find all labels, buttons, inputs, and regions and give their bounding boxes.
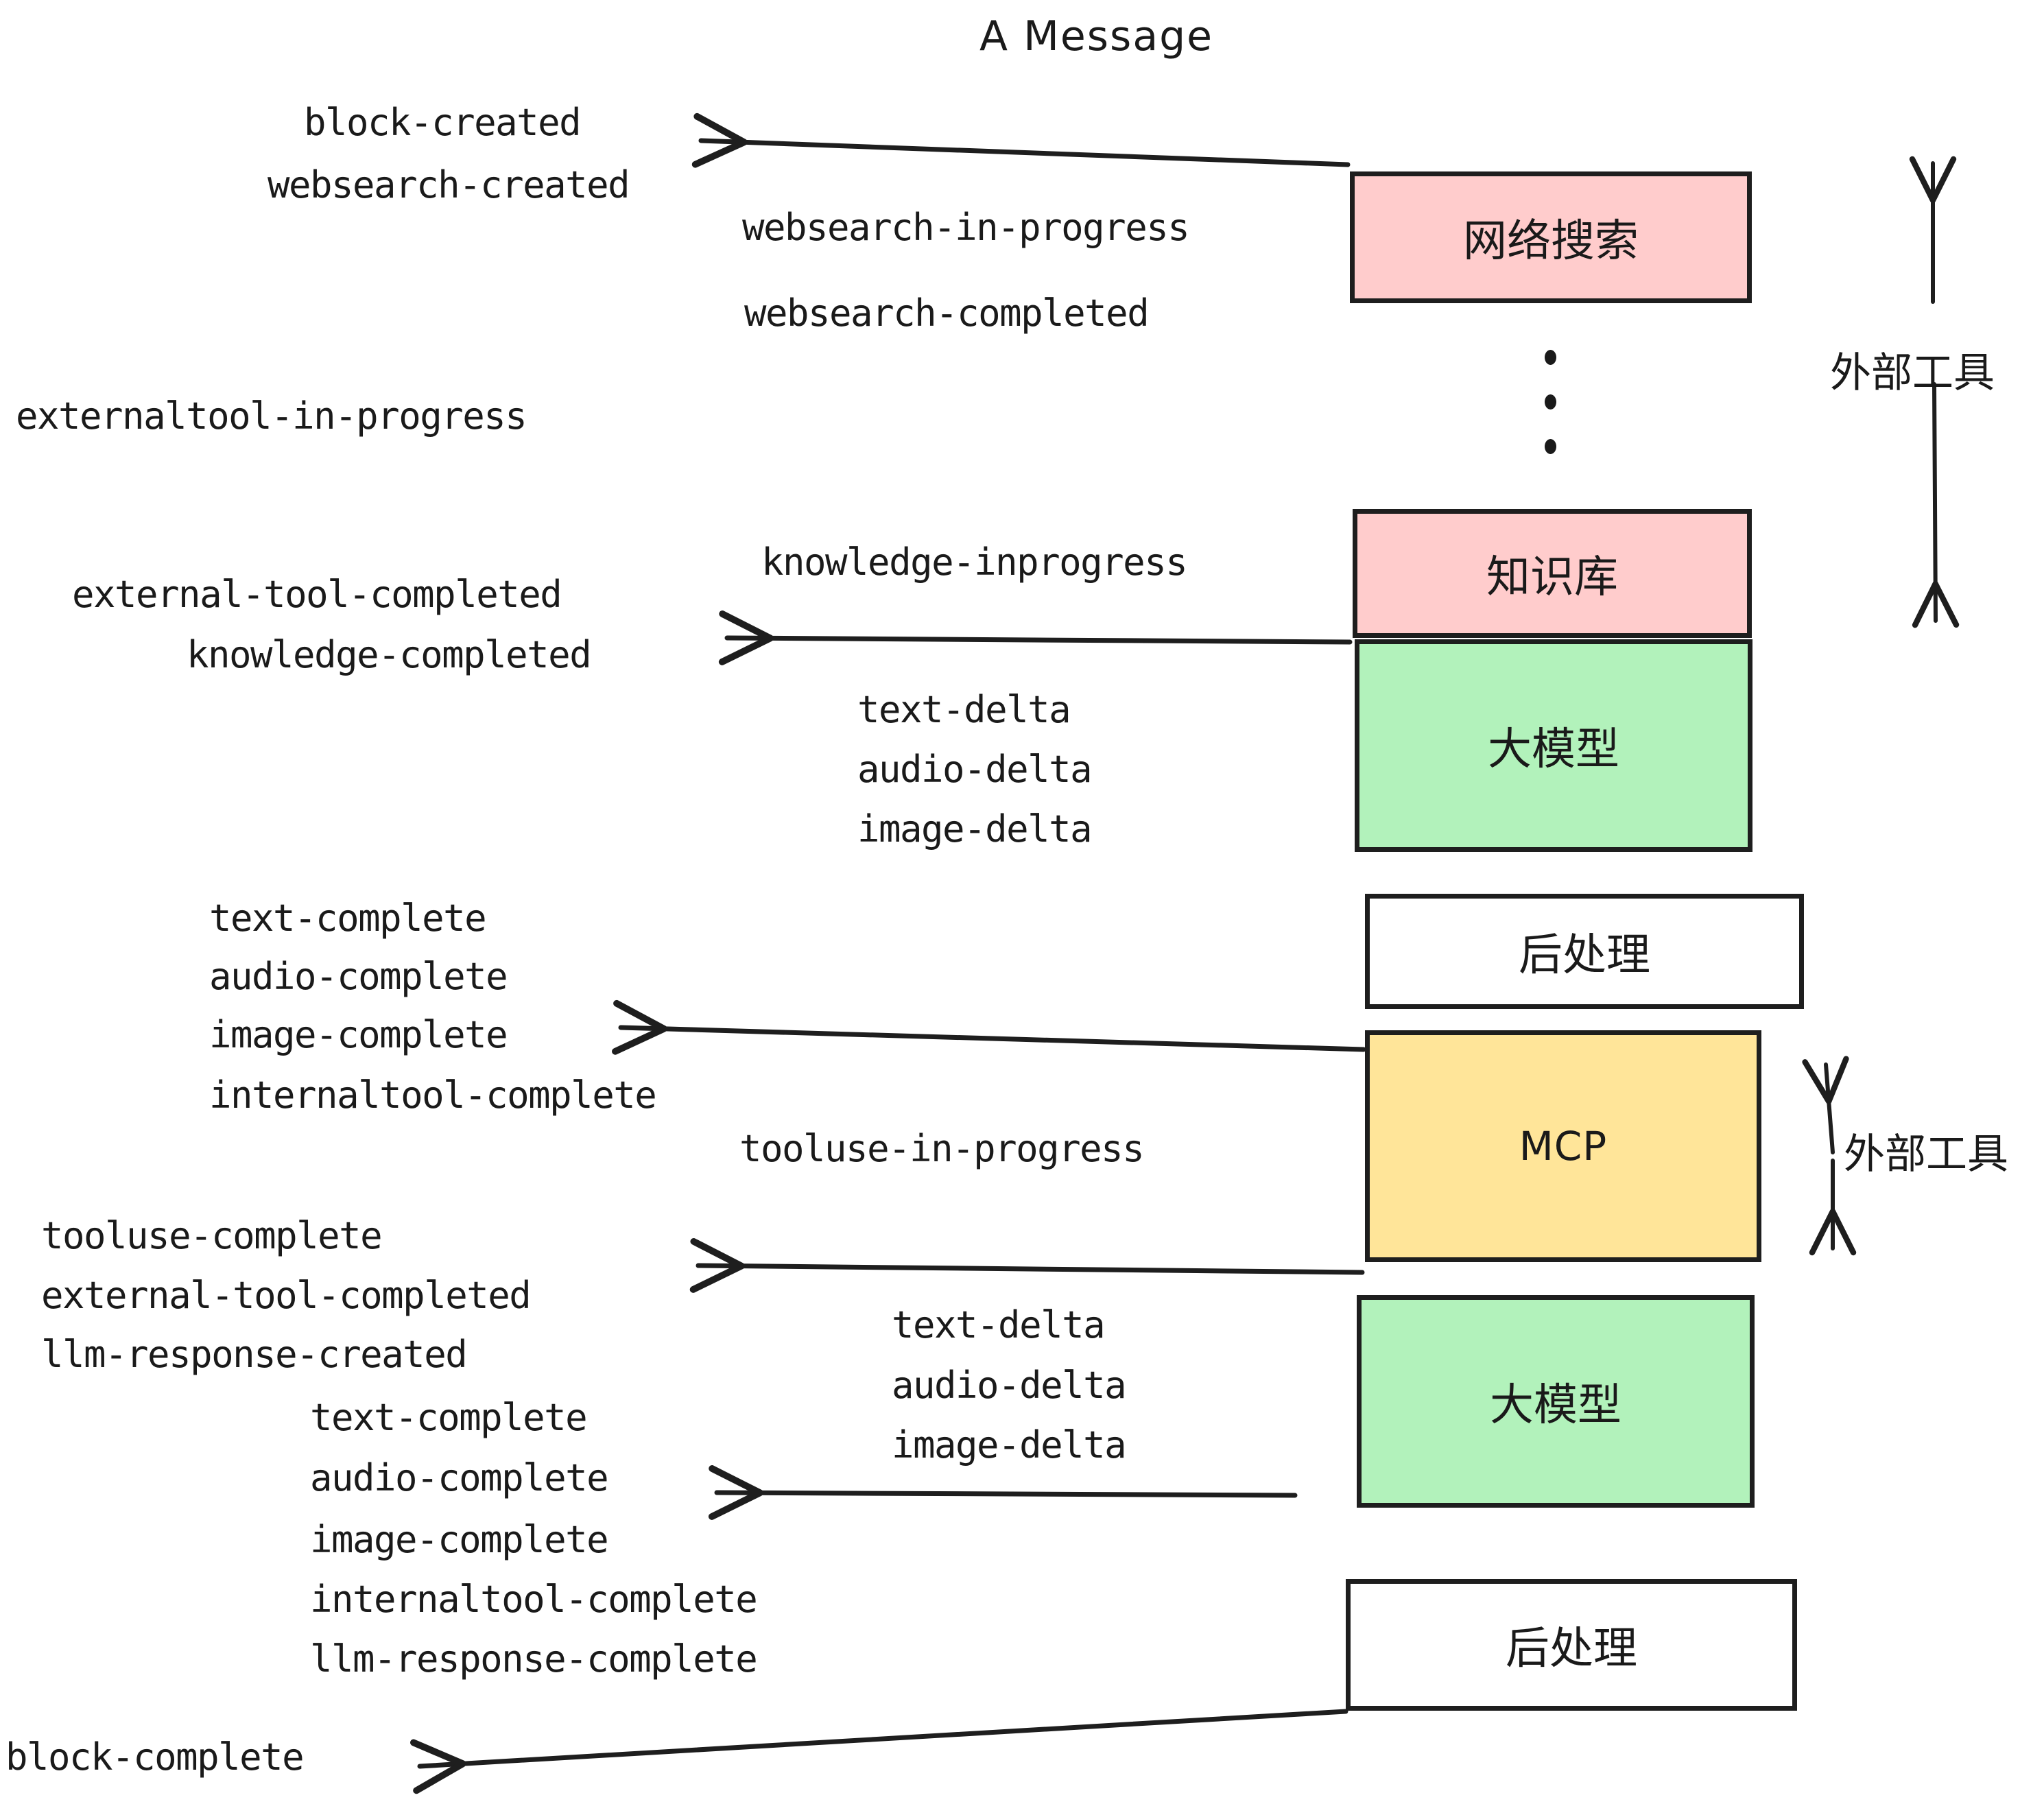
flow-arrow-arrow-audio-complete	[708, 1465, 1298, 1520]
event-label-knowledge-inprogress: knowledge-inprogress	[761, 541, 1188, 584]
component-box-postprocess-bottom[interactable]: 后处理	[1346, 1579, 1797, 1711]
event-label-text-complete-2: text-complete	[310, 1396, 588, 1439]
component-box-mcp[interactable]: MCP	[1365, 1030, 1761, 1262]
event-label-text-complete-1: text-complete	[209, 897, 487, 940]
page-title: A Message	[979, 12, 1214, 60]
event-label-websearch-created: websearch-created	[268, 163, 630, 206]
component-box-label: 后处理	[1506, 1624, 1637, 1674]
flow-arrow-arrow-block-complete	[410, 1709, 1348, 1794]
event-label-tooluse-complete: tooluse-complete	[41, 1214, 383, 1257]
event-label-external-tool-completed-1: external-tool-completed	[72, 573, 562, 616]
event-label-audio-complete-1: audio-complete	[209, 955, 508, 998]
event-label-tooluse-in-progress: tooluse-in-progress	[739, 1127, 1145, 1170]
component-box-knowledge[interactable]: 知识库	[1353, 509, 1752, 638]
event-label-audio-delta-1: audio-delta	[857, 748, 1093, 791]
event-label-external-tool-completed-2: external-tool-completed	[41, 1274, 532, 1317]
event-label-image-complete-1: image-complete	[209, 1013, 508, 1056]
side-label-external-tool-bottom: 外部工具	[1844, 1130, 2008, 1178]
flow-arrow-arrow-block-created	[691, 112, 1351, 168]
event-label-audio-delta-2: audio-delta	[892, 1364, 1127, 1407]
component-box-label: 大模型	[1490, 1380, 1621, 1431]
component-box-label: 后处理	[1519, 930, 1650, 981]
component-box-label: 知识库	[1486, 552, 1618, 603]
ellipsis-dot-1	[1545, 350, 1556, 365]
ellipsis-dot-2	[1545, 394, 1556, 410]
component-box-label: 大模型	[1488, 724, 1619, 775]
event-label-llm-response-created: llm-response-created	[41, 1333, 468, 1376]
event-label-llm-response-complete: llm-response-complete	[310, 1637, 758, 1681]
component-box-label: MCP	[1519, 1123, 1608, 1170]
component-box-postprocess-top[interactable]: 后处理	[1365, 894, 1804, 1009]
event-label-internaltool-complete-2: internaltool-complete	[310, 1578, 758, 1621]
ellipsis-dot-3	[1545, 439, 1556, 454]
brace-arrow-external-tool-top-down	[1912, 382, 1960, 628]
component-box-llm-top[interactable]: 大模型	[1355, 639, 1752, 852]
event-label-audio-complete-2: audio-complete	[310, 1456, 609, 1499]
flow-arrow-arrow-tooluse-complete	[689, 1238, 1365, 1293]
event-label-image-delta-2: image-delta	[892, 1423, 1127, 1467]
event-label-block-complete: block-complete	[5, 1735, 305, 1779]
event-label-websearch-completed: websearch-completed	[744, 292, 1150, 335]
event-label-image-delta-1: image-delta	[857, 807, 1093, 851]
event-label-text-delta-1: text-delta	[857, 688, 1071, 731]
flow-arrow-arrow-image-complete	[612, 999, 1366, 1055]
event-label-block-created: block-created	[304, 101, 582, 144]
component-box-websearch[interactable]: 网络搜索	[1350, 171, 1752, 303]
event-label-image-complete-2: image-complete	[310, 1518, 609, 1561]
event-label-knowledge-completed: knowledge-completed	[187, 633, 592, 676]
brace-arrow-group	[1802, 156, 1960, 1256]
event-label-websearch-in-progress: websearch-in-progress	[742, 206, 1190, 249]
event-label-externaltool-in-progress: externaltool-in-progress	[16, 394, 527, 438]
flow-arrow-arrow-knowledge-completed	[718, 610, 1353, 665]
component-box-label: 网络搜索	[1463, 216, 1639, 267]
brace-arrow-external-tool-bottom-up	[1802, 1056, 1849, 1154]
component-box-llm-bottom[interactable]: 大模型	[1357, 1295, 1755, 1508]
event-label-text-delta-2: text-delta	[892, 1303, 1106, 1346]
side-label-external-tool-top: 外部工具	[1830, 349, 1995, 397]
event-label-internaltool-complete-1: internaltool-complete	[209, 1073, 657, 1117]
